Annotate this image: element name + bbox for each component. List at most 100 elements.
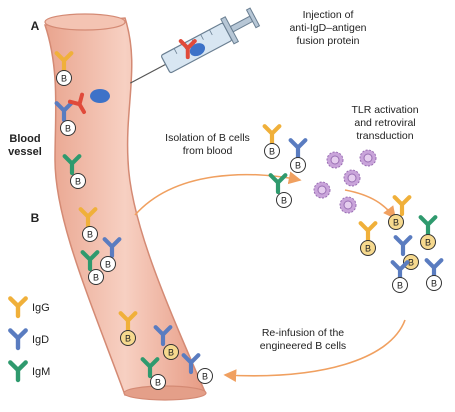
b-cell: B: [57, 103, 76, 136]
isolation-line2: from blood: [182, 145, 233, 157]
b-cell: B: [120, 313, 136, 346]
virus: [359, 149, 377, 167]
cell-label: B: [281, 196, 287, 206]
cell-body: [392, 277, 408, 293]
virus: [313, 181, 331, 199]
virus: [339, 196, 357, 214]
cell-label: B: [61, 74, 67, 84]
b-cell: B: [184, 355, 213, 384]
cell-body: [163, 344, 179, 360]
cell-label: B: [105, 260, 111, 270]
legend-label-igg: IgG: [32, 302, 50, 314]
isolation-line1: Isolation of B cells: [165, 132, 250, 144]
cell-body: [360, 240, 376, 256]
legend-igd-icon: [10, 330, 25, 348]
panel-label-b: B: [30, 211, 40, 225]
igg-antibody: [395, 197, 410, 214]
igg-antibody: [361, 223, 376, 240]
vessel-label-line2: vessel: [8, 146, 42, 158]
b-cell: B: [264, 126, 280, 159]
cell-label: B: [93, 273, 99, 283]
vessel-opening-top: [44, 13, 126, 31]
syringe: [129, 7, 261, 84]
reinfusion-line1: Re-infusion of the: [261, 327, 345, 339]
cell-body: [120, 330, 136, 346]
b-cell: B: [271, 175, 292, 208]
cell-label: B: [65, 124, 71, 134]
cell-body: [403, 254, 419, 270]
cell-label: B: [295, 161, 301, 171]
igd-antibody: [396, 237, 411, 254]
cell-label: B: [397, 281, 403, 291]
vessel-label-line1: Blood: [9, 133, 41, 145]
cell-body: [100, 256, 116, 272]
cell-body: [56, 70, 72, 86]
injection-line2: anti-IgD–antigen: [289, 22, 367, 34]
b-cell: B: [81, 209, 98, 242]
b-cell: B: [396, 237, 419, 270]
cell-body: [388, 214, 404, 230]
b-cell: B: [56, 53, 72, 86]
b-cell: B: [65, 156, 86, 189]
cell-body: [426, 275, 442, 291]
b-cell: B: [143, 359, 166, 390]
cell-label: B: [425, 238, 431, 248]
virus: [326, 151, 344, 169]
cell-label: B: [202, 372, 208, 382]
tlr-line3: transduction: [356, 130, 414, 142]
cell-body: [276, 192, 292, 208]
injection-line3: fusion protein: [296, 35, 360, 47]
virus-particles: [313, 149, 377, 214]
transduction-arrow: [344, 189, 396, 220]
cell-body: [82, 226, 98, 242]
igd-antibody: [393, 262, 408, 279]
legend-label-igd: IgD: [32, 334, 50, 346]
igm-antibody: [421, 217, 436, 234]
reinfusion-line2: engineered B cells: [259, 340, 347, 352]
cell-label: B: [125, 334, 131, 344]
cell-body: [150, 374, 166, 390]
legend-igg-icon: [10, 298, 25, 316]
cell-body: [290, 157, 306, 173]
b-cell: B: [83, 252, 104, 285]
cell-label: B: [75, 177, 81, 187]
igm-antibody: [271, 175, 286, 192]
cell-body: [420, 234, 436, 250]
fusion-protein: [67, 89, 110, 118]
cell-label: B: [408, 258, 414, 268]
cell-body: [88, 269, 104, 285]
tlr-line1: TLR activation: [351, 104, 419, 116]
cell-body: [197, 368, 213, 384]
injection-line1: Injection of: [302, 9, 354, 21]
cell-label: B: [87, 230, 93, 240]
b-cell: B: [420, 217, 436, 250]
b-cell: B: [156, 327, 179, 360]
b-cell: B: [100, 239, 120, 272]
b-cell: B: [360, 223, 376, 256]
b-cell: B: [290, 140, 306, 173]
tlr-line2: and retroviral: [354, 117, 416, 129]
cell-label: B: [431, 279, 437, 289]
cell-body: [60, 120, 76, 136]
legend-label-igm: IgM: [32, 366, 51, 378]
b-cell: B: [392, 262, 408, 293]
vessel-opening-bottom: [123, 385, 207, 401]
cell-body: [70, 173, 86, 189]
cell-label: B: [155, 378, 161, 388]
cell-label: B: [168, 348, 174, 358]
virus: [343, 169, 361, 187]
legend-igm-icon: [10, 362, 25, 380]
cell-label: B: [393, 218, 399, 228]
reinfusion-arrow: [223, 319, 406, 382]
igd-antibody: [427, 260, 442, 277]
cell-label: B: [365, 244, 371, 254]
cell-body: [264, 143, 280, 159]
igd-antibody: [291, 140, 306, 157]
cell-label: B: [269, 147, 275, 157]
b-cell: B: [426, 260, 442, 291]
panel-label-a: A: [30, 19, 40, 33]
b-cell: B: [388, 197, 410, 230]
